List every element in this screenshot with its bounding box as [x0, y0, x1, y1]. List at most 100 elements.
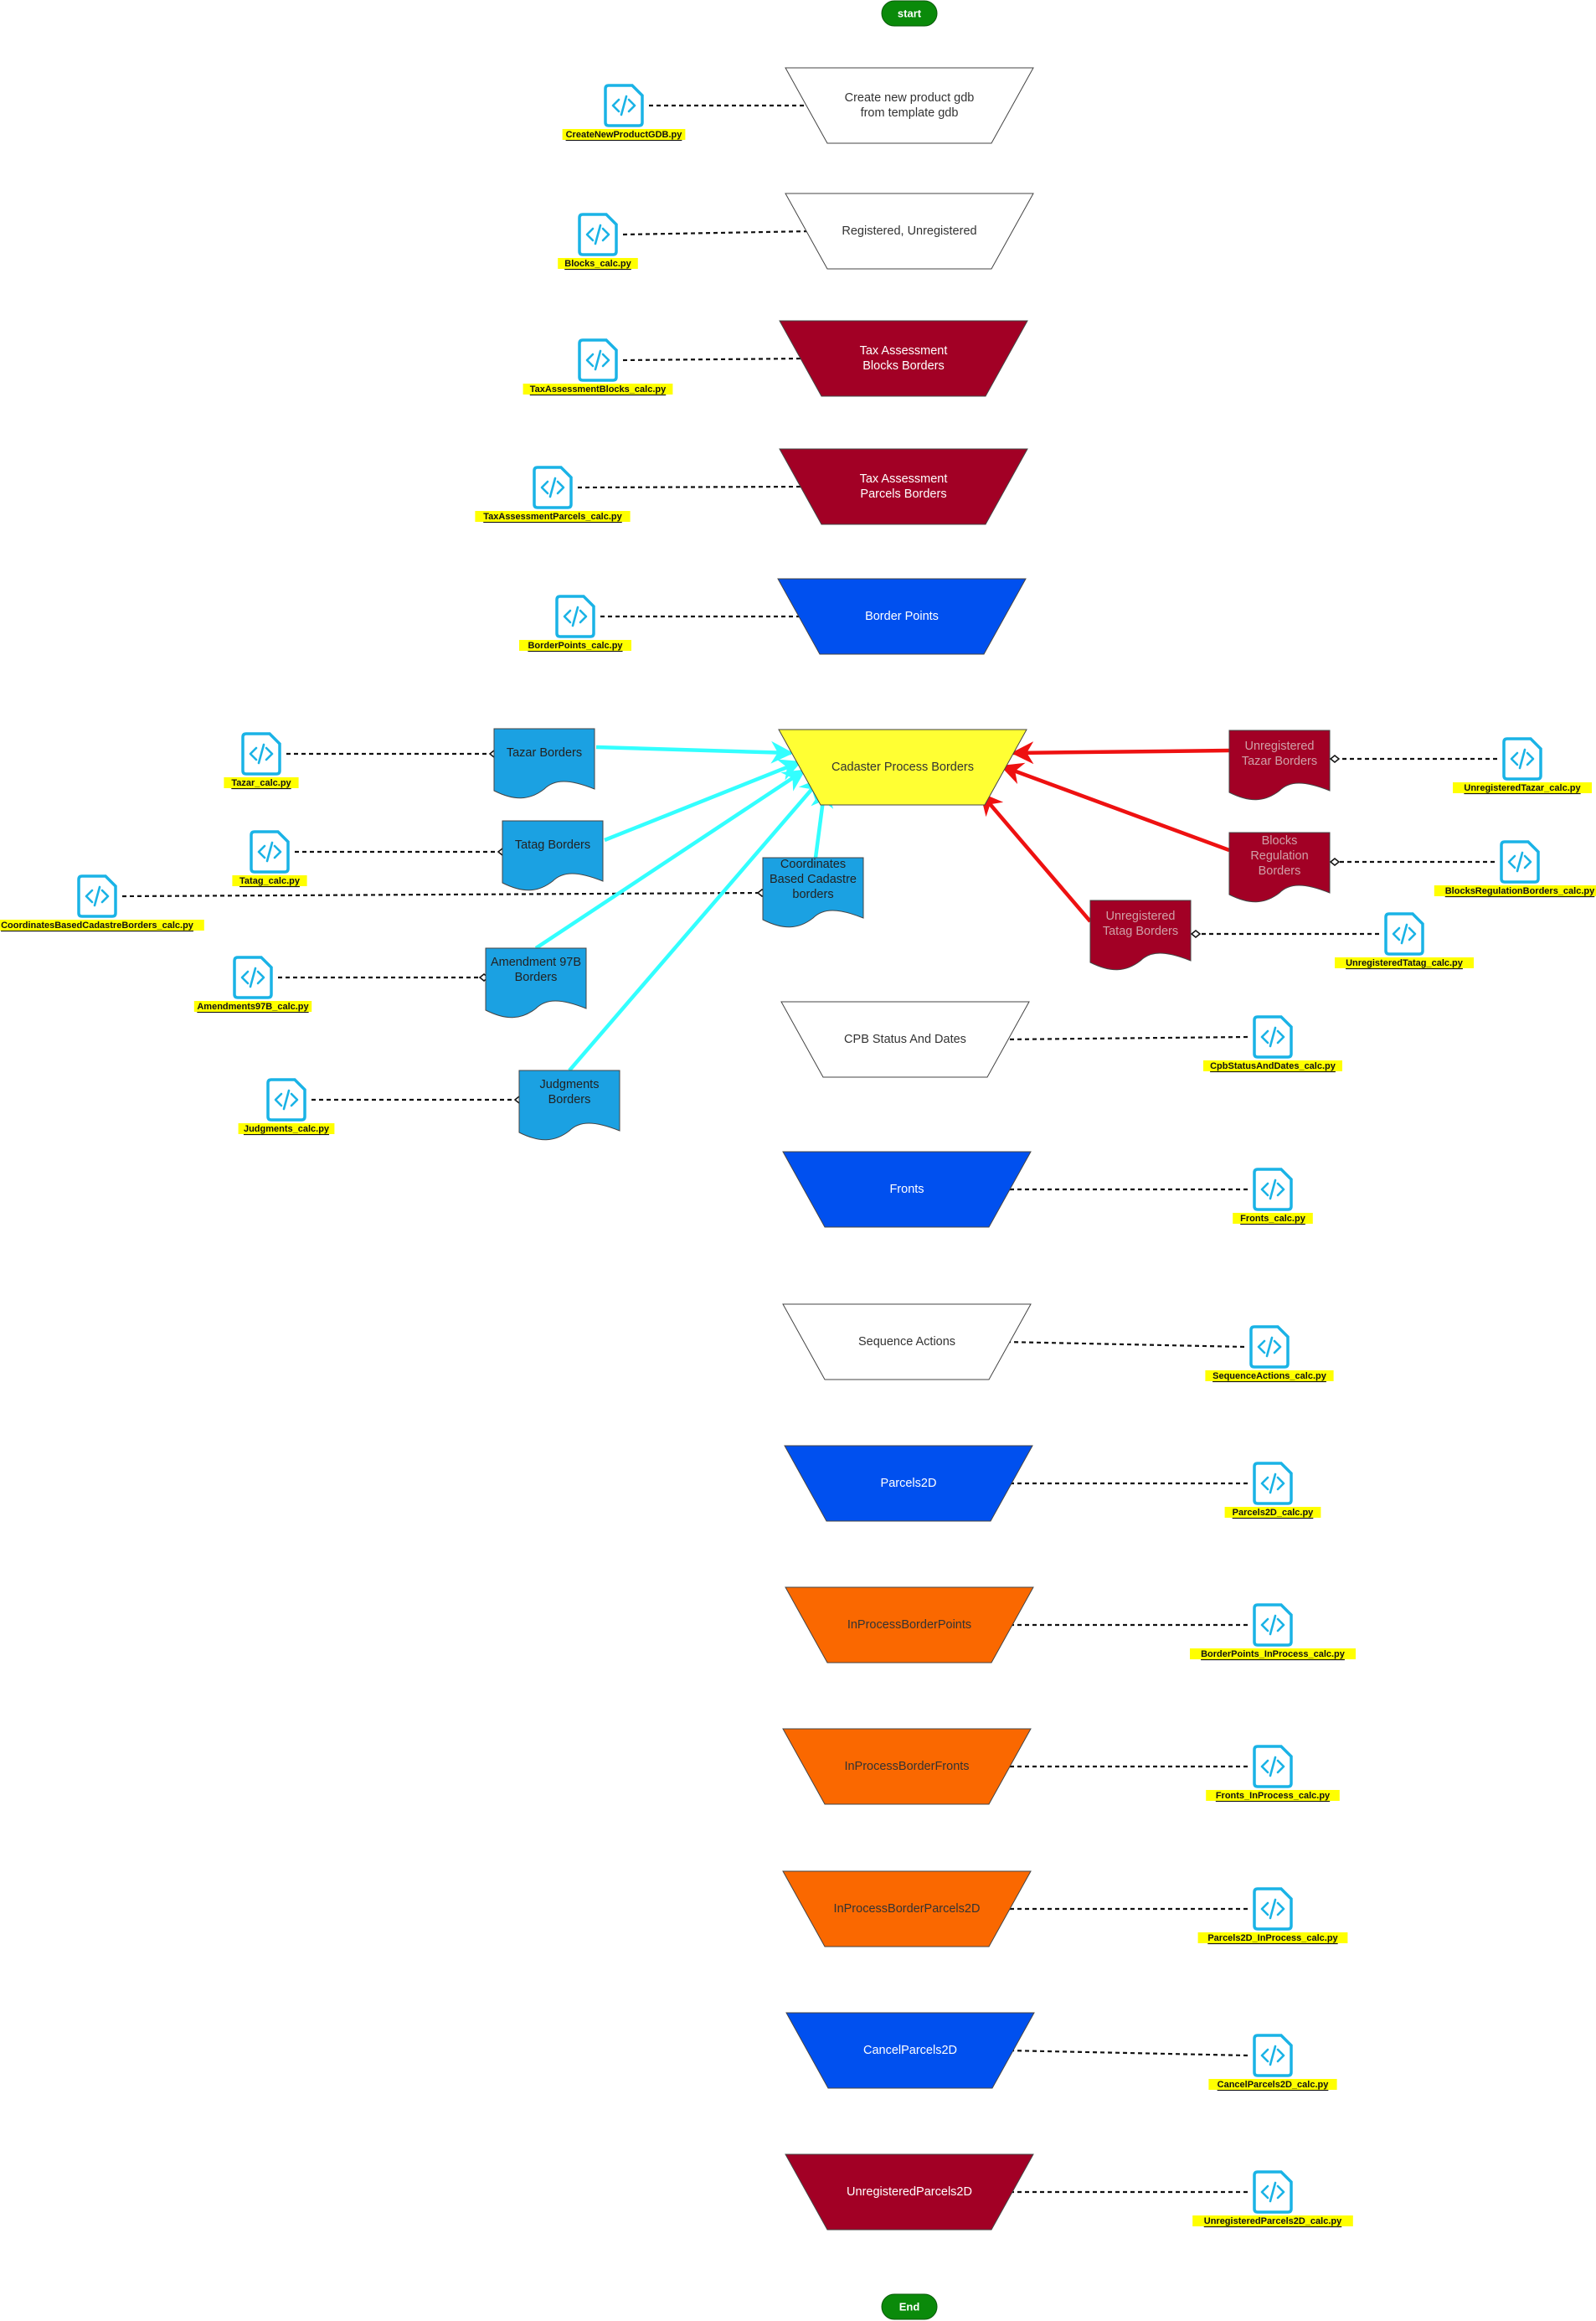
script-file-border-points[interactable]: BorderPoints_calc.py	[519, 595, 631, 651]
step-inprocess-fronts[interactable]: InProcessBorderFronts	[782, 1728, 1032, 1805]
script-filename[interactable]: BorderPoints_InProcess_calc.py	[1201, 1649, 1346, 1659]
step-unregistered-parcels[interactable]: UnregisteredParcels2D	[785, 2153, 1034, 2231]
script-file-blocks-regulation[interactable]: BlocksRegulationBorders_calc.py	[1434, 840, 1596, 896]
script-file-inprocess-points[interactable]: BorderPoints_InProcess_calc.py	[1190, 1603, 1356, 1659]
diamond-connector-end	[1329, 755, 1341, 763]
dashed-connector	[1007, 2049, 1248, 2057]
step-registered[interactable]: Registered, Unregistered	[785, 193, 1034, 270]
step-label: Blocks Borders	[862, 359, 945, 373]
code-brackets-icon	[85, 885, 110, 907]
script-file-tax-blocks[interactable]: TaxAssessmentBlocks_calc.py	[523, 338, 673, 395]
step-border-points[interactable]: Border Points	[777, 578, 1027, 655]
script-filename[interactable]: TaxAssessmentParcels_calc.py	[483, 512, 622, 522]
code-brackets-icon	[540, 477, 565, 498]
script-file-cpb-status[interactable]: CpbStatusAndDates_calc.py	[1203, 1015, 1342, 1071]
script-file-unregistered-parcels[interactable]: UnregisteredParcels2D_calc.py	[1192, 2170, 1353, 2226]
source-unreg-tazar[interactable]: UnregisteredTazar Borders	[1228, 730, 1331, 801]
script-file-amendment[interactable]: Amendments97B_calc.py	[193, 956, 312, 1012]
script-filename[interactable]: CreateNewProductGDB.py	[566, 130, 683, 140]
step-label: Parcels2D	[881, 1477, 937, 1490]
source-unreg-tatag[interactable]: UnregisteredTatag Borders	[1089, 900, 1192, 971]
file-label-highlight	[1208, 2079, 1337, 2090]
script-filename[interactable]: UnregisteredTazar_calc.py	[1464, 783, 1581, 793]
step-cancel-parcels[interactable]: CancelParcels2D	[785, 2012, 1035, 2089]
step-tax-parcels[interactable]: Tax AssessmentParcels Borders	[779, 448, 1028, 525]
script-filename[interactable]: CancelParcels2D_calc.py	[1218, 2080, 1330, 2090]
manual-operation-shape	[778, 729, 1027, 806]
script-filename[interactable]: UnregisteredTatag_calc.py	[1346, 958, 1464, 968]
start-terminal[interactable]: start	[881, 0, 938, 27]
source-tazar[interactable]: Tazar Borders	[493, 728, 595, 799]
document-shape	[1089, 900, 1192, 971]
step-parcels2d[interactable]: Parcels2D	[784, 1445, 1033, 1522]
script-file-unreg-tatag[interactable]: UnregisteredTatag_calc.py	[1335, 912, 1474, 968]
script-filename[interactable]: CoordinatesBasedCadastreBorders_calc.py	[1, 921, 194, 931]
code-brackets-icon	[1392, 923, 1417, 945]
file-label-highlight	[1206, 1790, 1340, 1801]
script-filename[interactable]: Parcels2D_InProcess_calc.py	[1207, 1933, 1338, 1943]
script-file-inprocess-parcels[interactable]: Parcels2D_InProcess_calc.py	[1197, 1887, 1348, 1943]
script-file-parcels2d[interactable]: Parcels2D_calc.py	[1224, 1462, 1321, 1518]
source-blocks-regulation[interactable]: BlocksRegulationBorders	[1228, 832, 1331, 903]
file-label-highlight	[1453, 782, 1592, 793]
script-filename[interactable]: UnregisteredParcels2D_calc.py	[1204, 2216, 1342, 2226]
step-inprocess-parcels[interactable]: InProcessBorderParcels2D	[782, 1870, 1032, 1947]
code-brackets-icon	[1260, 1898, 1285, 1920]
script-file-judgments[interactable]: Judgments_calc.py	[238, 1078, 335, 1134]
step-cpb-status[interactable]: CPB Status And Dates	[780, 1001, 1030, 1078]
document-shape	[762, 857, 864, 928]
source-label: Unregistered	[1105, 910, 1175, 923]
script-file-unreg-tazar[interactable]: UnregisteredTazar_calc.py	[1453, 737, 1592, 793]
script-filename[interactable]: Tazar_calc.py	[231, 778, 291, 788]
file-label-highlight	[1335, 957, 1474, 968]
step-tax-blocks[interactable]: Tax AssessmentBlocks Borders	[779, 320, 1028, 397]
script-filename[interactable]: Tatag_calc.py	[239, 876, 301, 886]
script-file-sequence[interactable]: SequenceActions_calc.py	[1205, 1325, 1334, 1381]
script-file-registered[interactable]: Blocks_calc.py	[558, 213, 638, 269]
script-filename[interactable]: BlocksRegulationBorders_calc.py	[1445, 886, 1595, 896]
step-inprocess-points[interactable]: InProcessBorderPoints	[785, 1586, 1034, 1663]
manual-operation-shape	[780, 1001, 1030, 1078]
script-file-tax-parcels[interactable]: TaxAssessmentParcels_calc.py	[475, 466, 631, 522]
end-terminal[interactable]: End	[881, 2293, 938, 2320]
script-filename[interactable]: CpbStatusAndDates_calc.py	[1210, 1061, 1336, 1071]
script-file-inprocess-fronts[interactable]: Fronts_InProcess_calc.py	[1206, 1745, 1340, 1801]
source-tatag[interactable]: Tatag Borders	[502, 820, 604, 891]
file-label-highlight	[1224, 1507, 1321, 1518]
script-filename[interactable]: Parcels2D_calc.py	[1233, 1508, 1315, 1518]
manual-operation-shape	[785, 2012, 1035, 2089]
step-cadaster[interactable]: Cadaster Process Borders	[778, 729, 1027, 806]
script-filename[interactable]: Amendments97B_calc.py	[197, 1002, 309, 1012]
script-filename[interactable]: Fronts_calc.py	[1240, 1214, 1306, 1224]
manual-operation-shape	[779, 320, 1028, 397]
file-label-highlight	[523, 384, 673, 395]
script-file-tazar[interactable]: Tazar_calc.py	[224, 732, 299, 788]
script-file-tatag[interactable]: Tatag_calc.py	[232, 830, 307, 886]
dashed-connector	[622, 357, 807, 362]
script-filename[interactable]: SequenceActions_calc.py	[1212, 1371, 1327, 1381]
script-file-create[interactable]: CreateNewProductGDB.py	[562, 84, 686, 140]
script-filename[interactable]: Blocks_calc.py	[564, 259, 631, 269]
step-fronts[interactable]: Fronts	[782, 1151, 1032, 1228]
script-filename[interactable]: TaxAssessmentBlocks_calc.py	[530, 384, 667, 395]
script-filename[interactable]: Fronts_InProcess_calc.py	[1216, 1791, 1331, 1801]
script-file-fronts[interactable]: Fronts_calc.py	[1233, 1168, 1313, 1224]
manual-operation-shape	[785, 2153, 1034, 2231]
source-label: Tazar Borders	[507, 746, 582, 760]
file-label-highlight	[475, 511, 631, 522]
script-file-coordinates[interactable]: CoordinatesBasedCadastreBorders_calc.py	[0, 874, 204, 931]
file-label-highlight	[1233, 1213, 1313, 1224]
code-brackets-icon	[1260, 1756, 1285, 1777]
document-shape	[493, 728, 595, 799]
step-sequence[interactable]: Sequence Actions	[782, 1303, 1032, 1380]
script-file-cancel-parcels[interactable]: CancelParcels2D_calc.py	[1208, 2034, 1337, 2090]
manual-operation-shape	[785, 67, 1034, 144]
step-label: InProcessBorderParcels2D	[834, 1902, 981, 1916]
script-filename[interactable]: Judgments_calc.py	[244, 1124, 330, 1134]
manual-operation-shape	[785, 193, 1034, 270]
script-filename[interactable]: BorderPoints_calc.py	[528, 641, 623, 651]
